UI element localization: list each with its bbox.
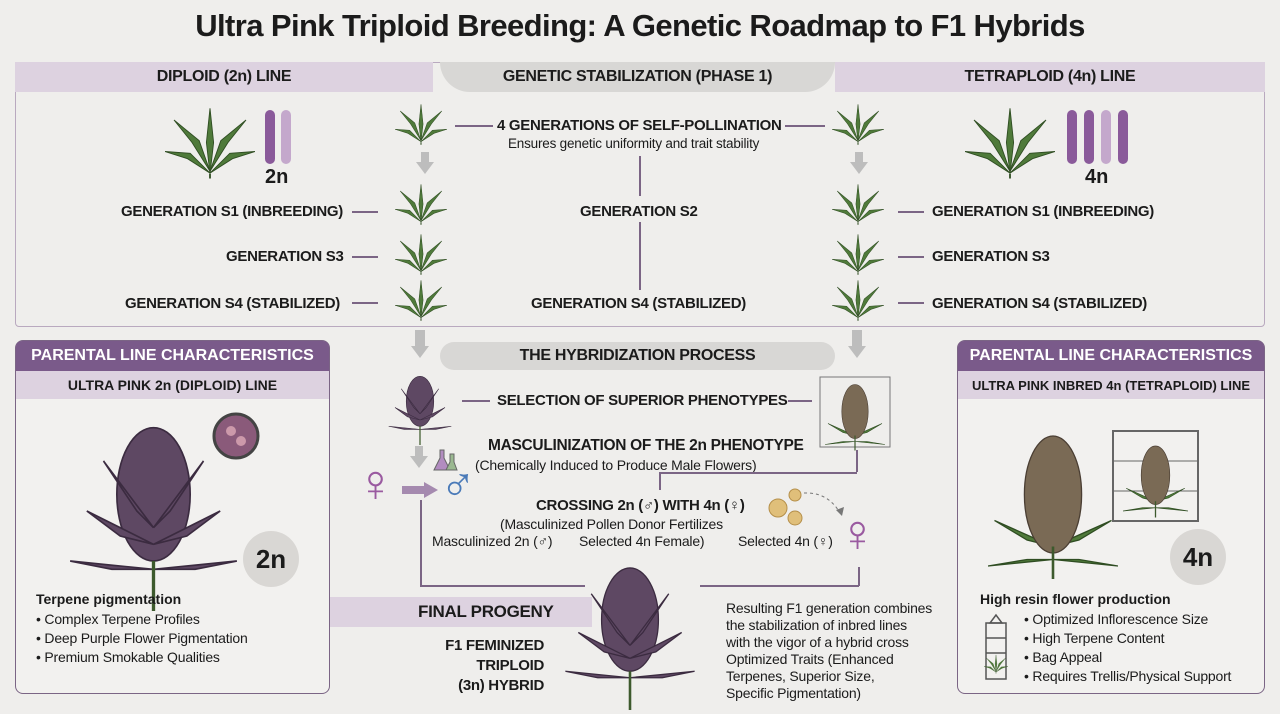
left-generation-s3: GENERATION S3 (226, 248, 344, 265)
right-generation-s1: GENERATION S1 (INBREEDING) (932, 203, 1154, 220)
male-symbol-icon: ♂ (440, 459, 476, 512)
trait-item: Premium Smokable Qualities (36, 648, 248, 667)
right-generation-s3: GENERATION S3 (932, 248, 1050, 265)
trellis-icon (984, 613, 1008, 680)
left-panel-subheader: ULTRA PINK 2n (DIPLOID) LINE (16, 371, 329, 399)
down-arrow-right (850, 152, 868, 174)
masculinization-label: MASCULINIZATION OF THE 2n PHENOTYPE (488, 437, 804, 454)
genetic-stabilization-header: GENETIC STABILIZATION (PHASE 1) (440, 62, 835, 92)
trait-item: Bag Appeal (1024, 648, 1231, 667)
right-panel-subheader: ULTRA PINK INBRED 4n (TETRAPLOID) LINE (958, 371, 1264, 399)
left-trait-list: Complex Terpene Profiles Deep Purple Flo… (36, 610, 248, 667)
final-progeny-band (330, 597, 592, 627)
tetraploid-leaf-icon (965, 107, 1055, 180)
trait-item: Optimized Inflorescence Size (1024, 610, 1231, 629)
trait-item: High Terpene Content (1024, 629, 1231, 648)
left-generation-s1: GENERATION S1 (INBREEDING) (121, 203, 343, 220)
right-generation-s4: GENERATION S4 (STABILIZED) (932, 295, 1147, 312)
left-panel-header: PARENTAL LINE CHARACTERISTICS (16, 341, 329, 371)
female-symbol-4n-icon: ♀ (838, 505, 877, 563)
down-arrow-left (416, 152, 434, 174)
left-trait-title: Terpene pigmentation (36, 591, 182, 607)
diploid-line-header: DIPLOID (2n) LINE (15, 62, 433, 92)
left-parental-panel: PARENTAL LINE CHARACTERISTICS ULTRA PINK… (15, 340, 330, 694)
description-line: the stabilization of inbred lines (726, 617, 907, 633)
f1-name-line: F1 FEMINIZED (445, 637, 544, 654)
masculinized-2n-label: Masculinized 2n (♂) (432, 533, 553, 549)
selection-label: SELECTION OF SUPERIOR PHENOTYPES (497, 392, 788, 409)
s4-leaf-icon-left (395, 279, 447, 322)
page-title: Ultra Pink Triploid Breeding: A Genetic … (195, 8, 1085, 43)
final-description: Resulting F1 generation combines the sta… (726, 600, 932, 702)
hybridization-header: THE HYBRIDIZATION PROCESS (440, 342, 835, 370)
center-generation-s2: GENERATION S2 (580, 203, 698, 220)
right-trait-list: Optimized Inflorescence Size High Terpen… (1024, 610, 1231, 686)
selected-4n-trellis-plant-image (819, 376, 891, 452)
description-line: Optimized Traits (Enhanced (726, 651, 894, 667)
s1-leaf-icon-right (832, 183, 884, 226)
tetraploid-line-header: TETRAPLOID (4n) LINE (835, 62, 1265, 92)
down-arrow-masculinization (410, 446, 428, 468)
center-generation-s4: GENERATION S4 (STABILIZED) (531, 295, 746, 312)
selected-4n-label: Selected 4n (♀) (738, 533, 833, 549)
masculinization-subtitle: (Chemically Induced to Produce Male Flow… (475, 457, 757, 473)
description-line: Terpenes, Superior Size, (726, 668, 875, 684)
f1-triploid-plant-image (563, 566, 697, 710)
s1-leaf-icon-left (395, 183, 447, 226)
right-ploidy-badge: 4n (1170, 529, 1226, 585)
trellis-plant-image (1112, 430, 1199, 522)
tetraploid-ploidy-label: 4n (1085, 166, 1109, 188)
crossing-subtitle-1: (Masculinized Pollen Donor Fertilizes (500, 516, 723, 532)
self-pollination-label: 4 GENERATIONS OF SELF-POLLINATION (497, 117, 782, 134)
crossing-subtitle-2: Selected 4n Female) (579, 533, 705, 549)
s3-leaf-icon-right (832, 233, 884, 276)
left-generation-s4: GENERATION S4 (STABILIZED) (125, 295, 340, 312)
description-line: with the vigor of a hybrid cross (726, 634, 909, 650)
description-line: Resulting F1 generation combines (726, 600, 933, 616)
selected-2n-bud-image (387, 375, 453, 445)
s4-leaf-icon-right (832, 279, 884, 322)
crossing-label: CROSSING 2n (♂) WITH 4n (♀) (536, 497, 745, 514)
description-line: Specific Pigmentation) (726, 685, 861, 701)
right-parental-panel: PARENTAL LINE CHARACTERISTICS ULTRA PINK… (957, 340, 1265, 694)
pollen-grains-icon (768, 488, 844, 526)
s0-leaf-icon-right (832, 103, 884, 146)
self-pollination-subtitle: Ensures genetic uniformity and trait sta… (508, 136, 760, 151)
down-arrow-to-hybrid-right (848, 330, 866, 358)
diploid-leaf-icon (165, 107, 255, 180)
f1-name-line: (3n) HYBRID (458, 677, 544, 694)
right-trait-title: High resin flower production (980, 591, 1171, 607)
down-arrow-to-hybrid-left (411, 330, 429, 358)
chromosome-quad-icon (1067, 110, 1128, 164)
final-progeny-header: FINAL PROGENY (418, 602, 554, 621)
s0-leaf-icon-left (395, 103, 447, 146)
trait-item: Deep Purple Flower Pigmentation (36, 629, 247, 648)
tetraploid-plant-image (988, 434, 1118, 581)
chemistry-flask-icon (433, 449, 458, 471)
s3-leaf-icon-left (395, 233, 447, 276)
right-panel-header: PARENTAL LINE CHARACTERISTICS (958, 341, 1264, 371)
right-arrow-icon (402, 482, 438, 498)
diploid-ploidy-label: 2n (265, 166, 289, 188)
trait-item: Complex Terpene Profiles (36, 610, 248, 629)
left-ploidy-badge: 2n (243, 531, 299, 587)
f1-hybrid-name: F1 FEMINIZED TRIPLOID (3n) HYBRID (430, 636, 544, 696)
female-symbol-2n-icon: ♀ (356, 455, 395, 513)
trait-item: Requires Trellis/Physical Support (1024, 667, 1231, 686)
f1-name-line: TRIPLOID (476, 657, 544, 674)
trichome-magnifier-icon (212, 412, 260, 460)
chromosome-pair-icon (265, 110, 291, 164)
